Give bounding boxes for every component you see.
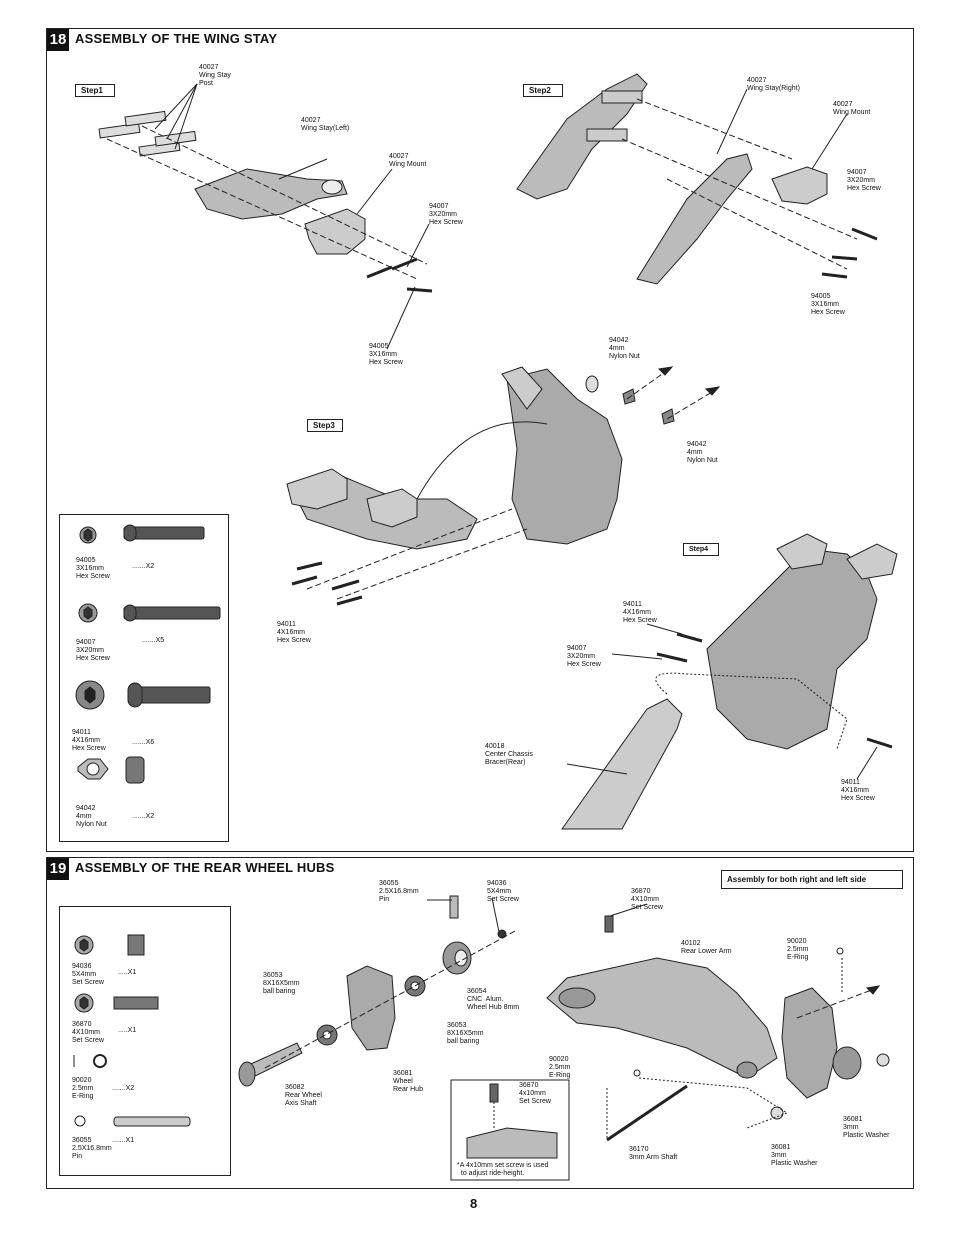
label-e-ring-2: 90020 2.5mm E-Ring <box>549 1056 571 1079</box>
label-nylon-nut-1: 94042 4mm Nylon Nut <box>609 337 640 360</box>
label-wing-stay-post: 40027 Wing Stay Post <box>199 64 231 87</box>
section-19-panel: 19 ASSEMBLY OF THE REAR WHEEL HUBS Assem… <box>46 857 914 1189</box>
label-washer-1: 36081 3mm Plastic Washer <box>771 1144 818 1167</box>
part-qty-94011: .......X6 <box>132 739 155 746</box>
label-nylon-nut-2: 94042 4mm Nylon Nut <box>687 441 718 464</box>
part-code-94011: 94011 4X16mm Hex Screw <box>72 729 106 752</box>
wing-stay-diagram <box>98 73 898 830</box>
label-screw-3x20-2: 94007 3X20mm Hex Screw <box>847 169 881 192</box>
page-number: 8 <box>470 1196 478 1211</box>
label-bearing-1: 36053 8X16X5mm ball baring <box>263 972 300 995</box>
label-screw-3x20-1: 94007 3X20mm Hex Screw <box>429 203 463 226</box>
parts-list-19: 94036 5X4mm Set Screw .....X1 36870 4X10… <box>59 906 231 1176</box>
step-1-label: Step1 <box>75 84 115 97</box>
part-code-94036: 94036 5X4mm Set Screw <box>72 963 104 986</box>
parts-icons-19 <box>73 934 191 1127</box>
parts-icons-18 <box>75 524 221 784</box>
label-wing-mount-2: 40027 Wing Mount <box>833 101 871 116</box>
label-inset-note: *A 4x10mm set screw is used to adjust ri… <box>457 1162 549 1177</box>
label-screw-3x16-1: 94005 3X16mm Hex Screw <box>369 343 403 366</box>
part-code-36870: 36870 4X10mm Set Screw <box>72 1021 104 1044</box>
label-pin: 36055 2.5X16.8mm Pin <box>379 880 419 903</box>
section-title: ASSEMBLY OF THE REAR WHEEL HUBS <box>75 860 335 875</box>
part-qty-94007: .......X5 <box>142 637 165 644</box>
part-code-94005: 94005 3X16mm Hex Screw <box>76 557 110 580</box>
part-qty-36055: .......X1 <box>112 1137 135 1144</box>
label-set-4x10-inset: 36870 4x10mm Set Screw <box>519 1082 551 1105</box>
part-qty-94036: .....X1 <box>118 969 137 976</box>
part-qty-36870: .....X1 <box>118 1027 137 1034</box>
part-code-94042: 94042 4mm Nylon Nut <box>76 805 107 828</box>
label-wing-mount-1: 40027 Wing Mount <box>389 153 427 168</box>
part-code-94007: 94007 3X20mm Hex Screw <box>76 639 110 662</box>
part-qty-90020: .......X2 <box>112 1085 135 1092</box>
label-screw-4x16-1: 94011 4X16mm Hex Screw <box>277 621 311 644</box>
label-screw-4x16-2: 94011 4X16mm Hex Screw <box>623 601 657 624</box>
part-code-36055: 36055 2.5X16.8mm Pin <box>72 1137 112 1160</box>
label-wing-stay-right: 40027 Wing Stay(Right) <box>747 77 800 92</box>
label-screw-4x16-3: 94011 4X16mm Hex Screw <box>841 779 875 802</box>
label-rear-lower-arm: 40102 Rear Lower Arm <box>681 940 732 955</box>
label-cnc-hub: 36054 CNC Alum. Wheel Hub 8mm <box>467 988 520 1011</box>
label-arm-shaft: 36170 3mm Arm Shaft <box>629 1146 678 1161</box>
rear-hub-diagram <box>238 895 890 1181</box>
label-wing-stay-left: 40027 Wing Stay(Left) <box>301 117 350 132</box>
section-18-panel: 18 ASSEMBLY OF THE WING STAY Step1 Step2… <box>46 28 914 852</box>
step-4-label: Step4 <box>683 543 719 556</box>
part-qty-94005: .......X2 <box>132 563 155 570</box>
label-axis-shaft: 36082 Rear Wheel Axis Shaft <box>285 1084 322 1107</box>
section-title: ASSEMBLY OF THE WING STAY <box>75 31 278 46</box>
label-set-4x10: 36870 4X10mm Set Screw <box>631 888 663 911</box>
part-code-90020: 90020 2.5mm E-Ring <box>72 1077 94 1100</box>
assembly-note: Assembly for both right and left side <box>721 870 903 889</box>
part-qty-94042: .......X2 <box>132 813 155 820</box>
parts-list-18: 94005 3X16mm Hex Screw .......X2 94007 3… <box>59 514 229 842</box>
step-2-label: Step2 <box>523 84 563 97</box>
label-wheel-hub: 36081 Wheel Rear Hub <box>393 1070 423 1093</box>
label-bearing-2: 36053 8X16X5mm ball baring <box>447 1022 484 1045</box>
section-number: 18 <box>47 29 69 51</box>
section-number: 19 <box>47 858 69 880</box>
label-screw-3x16-2: 94005 3X16mm Hex Screw <box>811 293 845 316</box>
label-screw-3x20-3: 94007 3X20mm Hex Screw <box>567 645 601 668</box>
label-set-5x4: 94036 5X4mm Set Screw <box>487 880 519 903</box>
label-bracer: 40018 Center Chassis Bracer(Rear) <box>485 743 533 766</box>
label-e-ring-1: 90020 2.5mm E-Ring <box>787 938 809 961</box>
step-3-label: Step3 <box>307 419 343 432</box>
label-washer-2: 36081 3mm Plastic Washer <box>843 1116 890 1139</box>
